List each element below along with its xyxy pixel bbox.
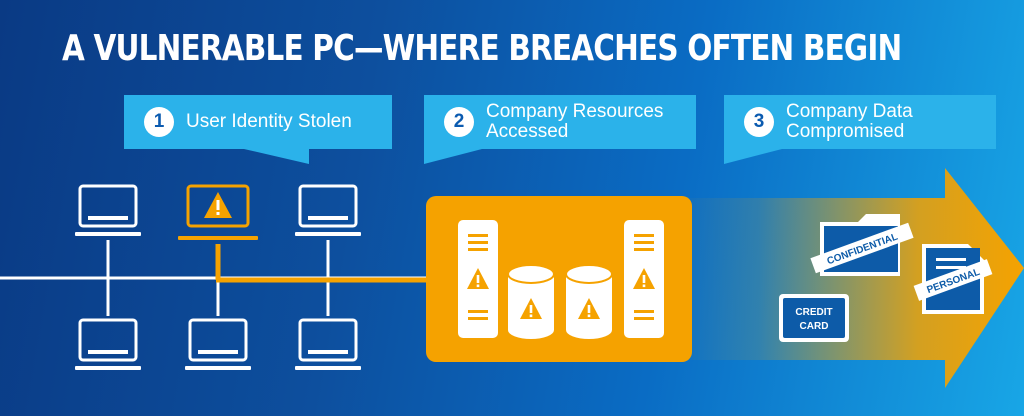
laptop-icon [293, 184, 363, 238]
laptop-icon [73, 184, 143, 238]
step-1-number: 1 [144, 107, 174, 137]
step-1-label: User Identity Stolen [186, 111, 352, 132]
database-warning-icon [566, 265, 612, 339]
step-1-callout: 1 User Identity Stolen [124, 95, 392, 164]
step-3-callout: 3 Company Data Compromised [724, 95, 996, 164]
step-2-number: 2 [444, 107, 474, 137]
confidential-folder-icon: CONFIDENTIAL [810, 214, 914, 276]
warning-laptop-icon [178, 184, 258, 240]
step-3-number: 3 [744, 107, 774, 137]
personal-document-icon: PERSONAL [913, 244, 993, 314]
server-warning-icon [458, 220, 498, 338]
credit-card-label-line2: CARD [800, 321, 829, 332]
data-flow-arrow [670, 168, 1024, 388]
step-3-label: Company Data Compromised [786, 101, 913, 142]
step-2-callout: 2 Company Resources Accessed [424, 95, 696, 164]
step-2-label: Company Resources Accessed [486, 101, 664, 142]
server-warning-icon [624, 220, 664, 338]
laptop-icon [73, 318, 143, 372]
credit-card-icon: CREDIT CARD [779, 294, 849, 342]
database-warning-icon [508, 265, 554, 339]
step-3-pointer [724, 149, 782, 164]
laptop-icon [293, 318, 363, 372]
laptop-icon [183, 318, 253, 372]
step-2-pointer [424, 149, 482, 164]
step-1-pointer [244, 149, 309, 164]
page-title: A VULNERABLE PC—WHERE BREACHES OFTEN BEG… [62, 28, 902, 69]
credit-card-label-line1: CREDIT [795, 307, 832, 318]
